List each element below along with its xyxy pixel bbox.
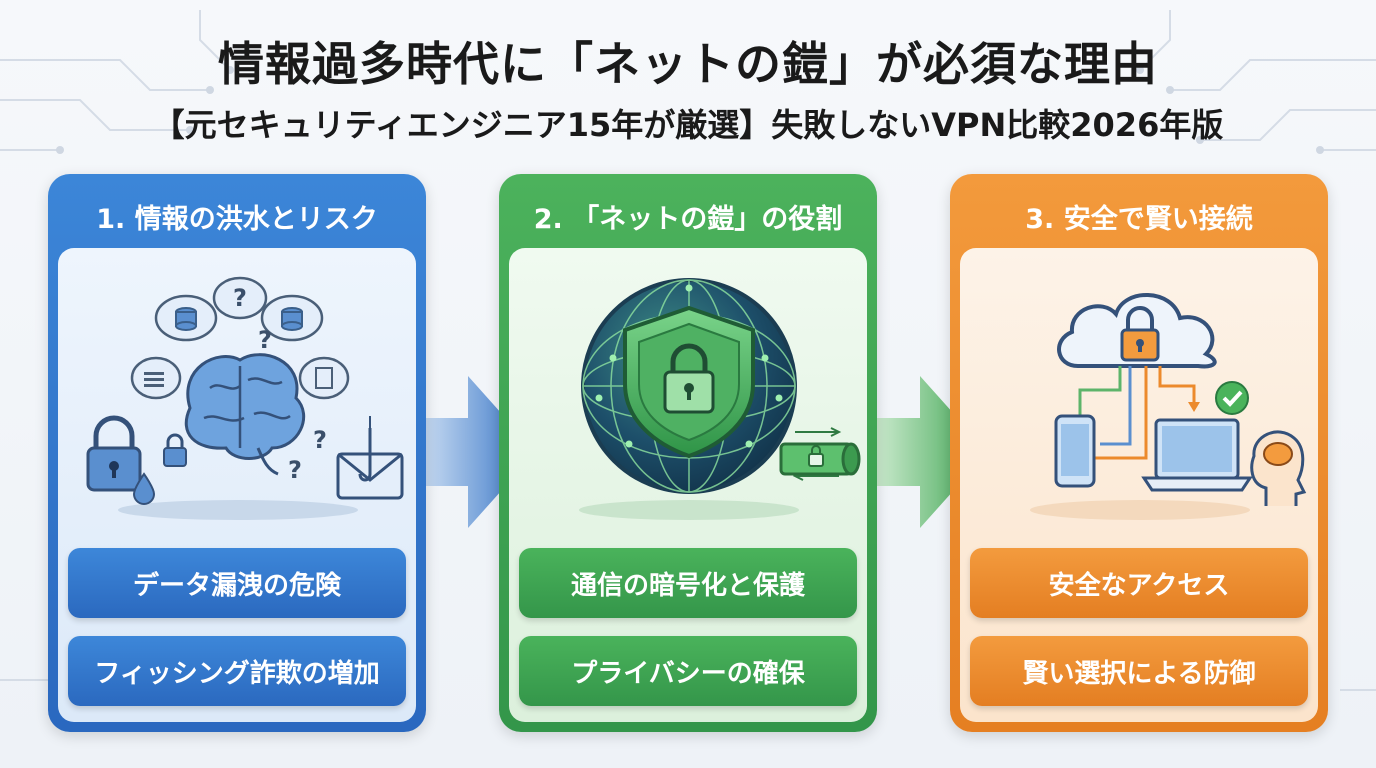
lock-icon	[163, 433, 187, 467]
svg-text:?: ?	[258, 326, 272, 354]
head-brain-icon	[1250, 430, 1307, 506]
connect-item-safe-access: 安全なアクセス	[970, 548, 1308, 618]
laptop-icon	[1141, 418, 1253, 492]
arrow-right-icon	[418, 376, 536, 528]
information-overload-illustration: ????	[86, 276, 404, 520]
cloud-lock-icon	[1057, 293, 1217, 369]
page-title: 情報過多時代に「ネットの鎧」が必須な理由	[218, 37, 1158, 91]
panel-information-flood: 1. 情報の洪水とリスク ????	[48, 174, 426, 732]
role-item-privacy: プライバシーの確保	[519, 636, 857, 706]
panel-safe-connection: 3. 安全で賢い接続	[950, 174, 1328, 732]
risk-item-phishing: フィッシング詐欺の増加	[68, 636, 406, 706]
smartphone-icon	[1054, 414, 1096, 488]
panel-heading: 3. 安全で賢い接続	[1025, 203, 1253, 235]
panel-body: ????	[58, 248, 416, 722]
encrypted-tunnel-icon	[779, 427, 861, 481]
brain-icon	[184, 353, 306, 476]
panel-heading: 1. 情報の洪水とリスク	[96, 203, 378, 235]
svg-text:?: ?	[233, 284, 247, 312]
question-icon: ????	[233, 284, 327, 484]
panel-net-armor: 2. 「ネットの鎧」の役割	[499, 174, 877, 732]
shield-lock-icon	[623, 305, 755, 459]
safe-connection-illustration	[1030, 293, 1307, 520]
connect-item-smart-defense: 賢い選択による防御	[970, 636, 1308, 706]
role-item-encryption: 通信の暗号化と保護	[519, 548, 857, 618]
svg-text:?: ?	[313, 426, 327, 454]
database-icon	[175, 307, 303, 331]
lock-icon	[86, 415, 156, 505]
panel-body: 通信の暗号化と保護 プライバシーの確保	[509, 248, 867, 722]
panel-body: 安全なアクセス 賢い選択による防御	[960, 248, 1318, 722]
page-subtitle: 【元セキュリティエンジニア15年が厳選】失敗しないVPN比較2026年版	[152, 106, 1224, 144]
risk-item-data-leak: データ漏洩の危険	[68, 548, 406, 618]
svg-text:?: ?	[288, 456, 302, 484]
panel-heading: 2. 「ネットの鎧」の役割	[533, 203, 843, 235]
arrow-right-icon	[870, 376, 988, 528]
vpn-armor-illustration	[579, 278, 861, 520]
check-icon	[1215, 381, 1249, 415]
phishing-mail-icon	[336, 416, 404, 500]
